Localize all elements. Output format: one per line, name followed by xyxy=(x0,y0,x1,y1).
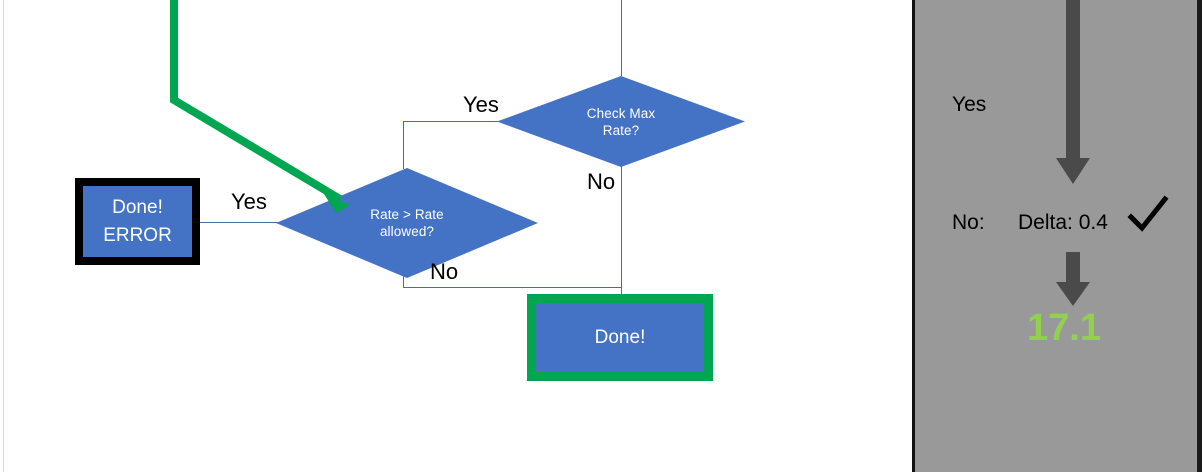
panel-delta-label: Delta: 0.4 xyxy=(1018,211,1108,234)
connector-check-max-rate-yes-vertical xyxy=(403,121,404,169)
panel-result-value: 17.1 xyxy=(1027,307,1101,349)
connector-rate-gt-no-horizontal xyxy=(403,287,622,288)
connector-check-max-rate-no-vertical xyxy=(621,166,622,296)
debug-panel: Yes No: Delta: 0.4 17.1 xyxy=(912,0,1202,472)
process-done-error-label: Done! ERROR xyxy=(103,196,172,246)
panel-arrow-down-bottom xyxy=(1056,252,1090,306)
decision-check-max-rate-label: Check Max Rate? xyxy=(586,105,656,138)
connector-rate-gt-yes-horizontal xyxy=(200,222,345,223)
slide-left-edge-rule xyxy=(3,0,4,472)
process-done-error[interactable]: Done! ERROR xyxy=(75,178,200,265)
connector-into-check-max-rate xyxy=(621,0,622,76)
panel-arrow-down-top xyxy=(1056,0,1090,184)
edge-label-check-max-rate-yes: Yes xyxy=(463,92,499,117)
process-done[interactable]: Done! xyxy=(527,294,713,381)
edge-label-rate-gt-no: No xyxy=(430,259,459,284)
decision-check-max-rate[interactable]: Check Max Rate? xyxy=(497,76,745,167)
edge-label-rate-gt-yes: Yes xyxy=(231,189,267,214)
panel-no-label: No: xyxy=(952,211,985,234)
process-done-label: Done! xyxy=(594,326,646,348)
check-icon xyxy=(1127,195,1169,232)
decision-rate-greater-than-rate-allowed-label: Rate > Rate allowed? xyxy=(370,207,444,239)
panel-yes-label: Yes xyxy=(952,93,987,116)
connector-check-max-rate-yes-horizontal xyxy=(403,121,499,122)
edge-label-check-max-rate-no: No xyxy=(587,169,616,194)
decision-rate-greater-than-rate-allowed[interactable]: Rate > Rate allowed? xyxy=(276,168,538,278)
